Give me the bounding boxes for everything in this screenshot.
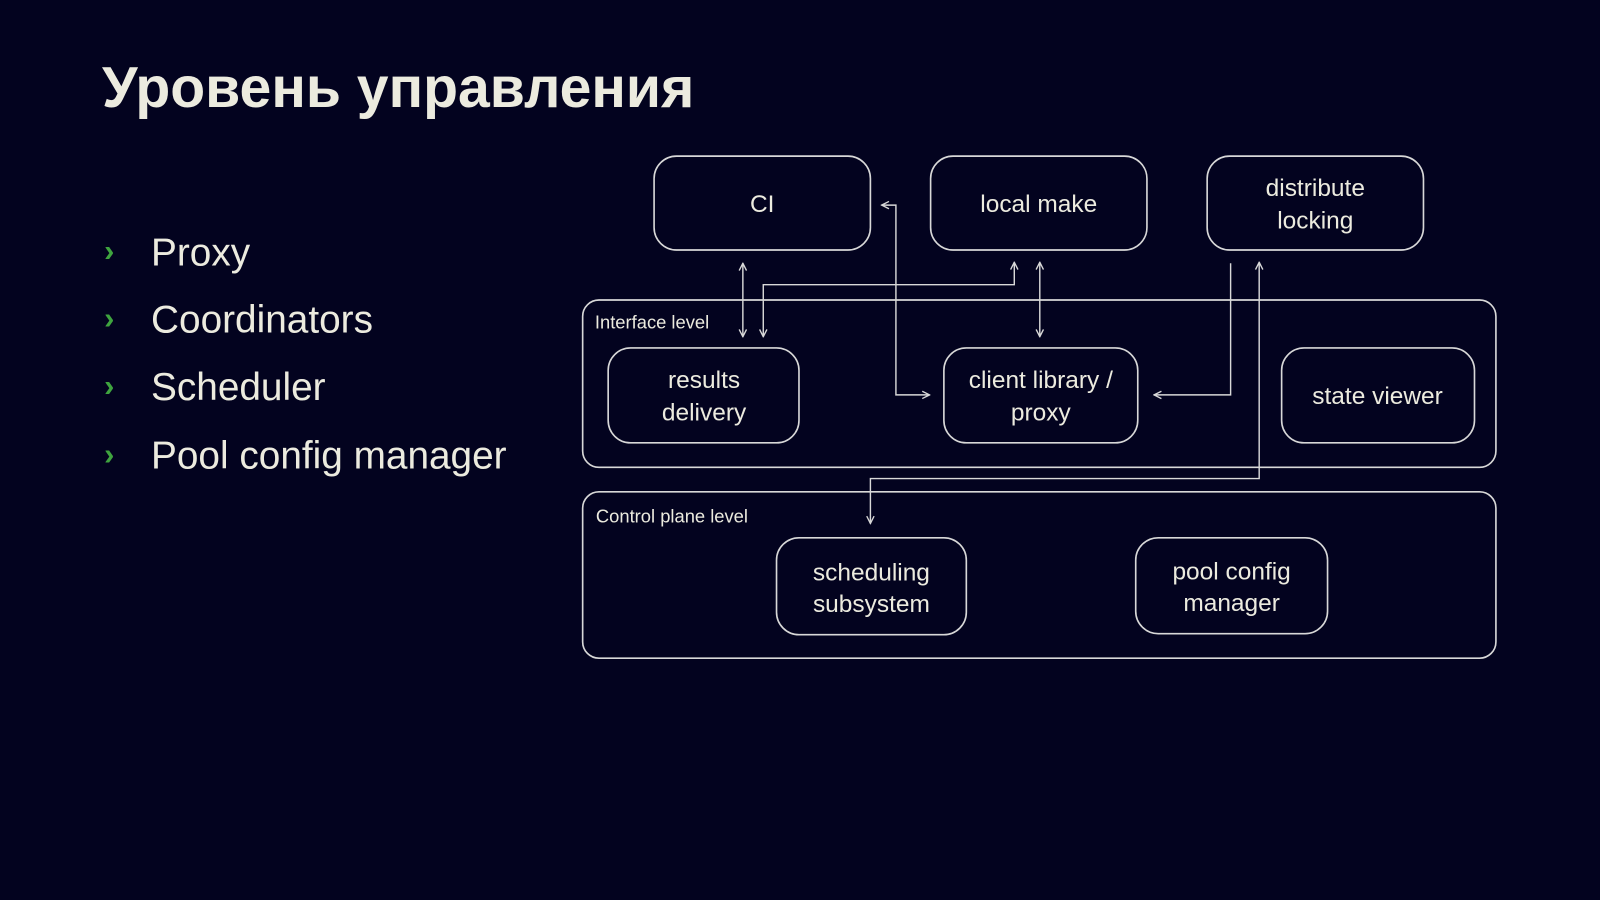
results-delivery-box <box>607 347 800 444</box>
distribute-locking-label: distribute <box>1266 175 1365 202</box>
control-plane-label: Control plane level <box>596 505 748 526</box>
slide-title: Уровень управления <box>102 56 694 120</box>
results-delivery-label: delivery <box>662 399 747 426</box>
bullet-item: › Coordinators <box>104 299 373 342</box>
state-viewer-label: state viewer <box>1312 383 1443 410</box>
interface-level-label: Interface level <box>595 312 709 333</box>
local-make-box <box>929 155 1148 251</box>
scheduling-subsystem-box <box>775 536 968 636</box>
diagram-arrows <box>743 205 1259 523</box>
bullet-item: › Pool config manager <box>104 434 507 477</box>
arrow-scheduling-locking <box>870 262 1259 523</box>
ci-label: CI <box>750 191 774 218</box>
client-library-box <box>943 347 1139 444</box>
svg-text:Scheduler: Scheduler <box>151 366 326 409</box>
pool-config-manager-label: pool config <box>1172 559 1290 586</box>
chevron-icon: › <box>104 234 114 268</box>
chevron-icon: › <box>104 437 114 471</box>
state-viewer-box <box>1280 347 1476 444</box>
scheduling-subsystem-label: scheduling <box>813 560 930 587</box>
svg-text:Proxy: Proxy <box>151 231 251 274</box>
diagram-labels: Interface level Control plane level CI l… <box>595 175 1443 618</box>
client-library-label: proxy <box>1011 399 1072 426</box>
svg-text:Coordinators: Coordinators <box>151 299 373 342</box>
bullet-item: › Scheduler <box>104 366 326 409</box>
chevron-icon: › <box>104 302 114 336</box>
bullet-item: › Proxy <box>104 231 251 274</box>
arrow-locking-client <box>1154 263 1232 395</box>
ci-box <box>653 155 872 251</box>
pool-config-manager-box <box>1134 536 1329 635</box>
local-make-label: local make <box>980 191 1097 218</box>
results-delivery-label: results <box>668 367 740 394</box>
pool-config-manager-label: manager <box>1183 590 1280 617</box>
scheduling-subsystem-label: subsystem <box>813 591 930 618</box>
bullet-list: › Proxy › Coordinators › Scheduler › Pool co… <box>104 231 507 477</box>
distribute-locking-box <box>1206 155 1425 251</box>
svg-text:Pool config manager: Pool config manager <box>151 434 507 477</box>
client-library-label: client library / <box>969 367 1113 394</box>
chevron-icon: › <box>104 369 114 403</box>
distribute-locking-label: locking <box>1277 208 1353 235</box>
